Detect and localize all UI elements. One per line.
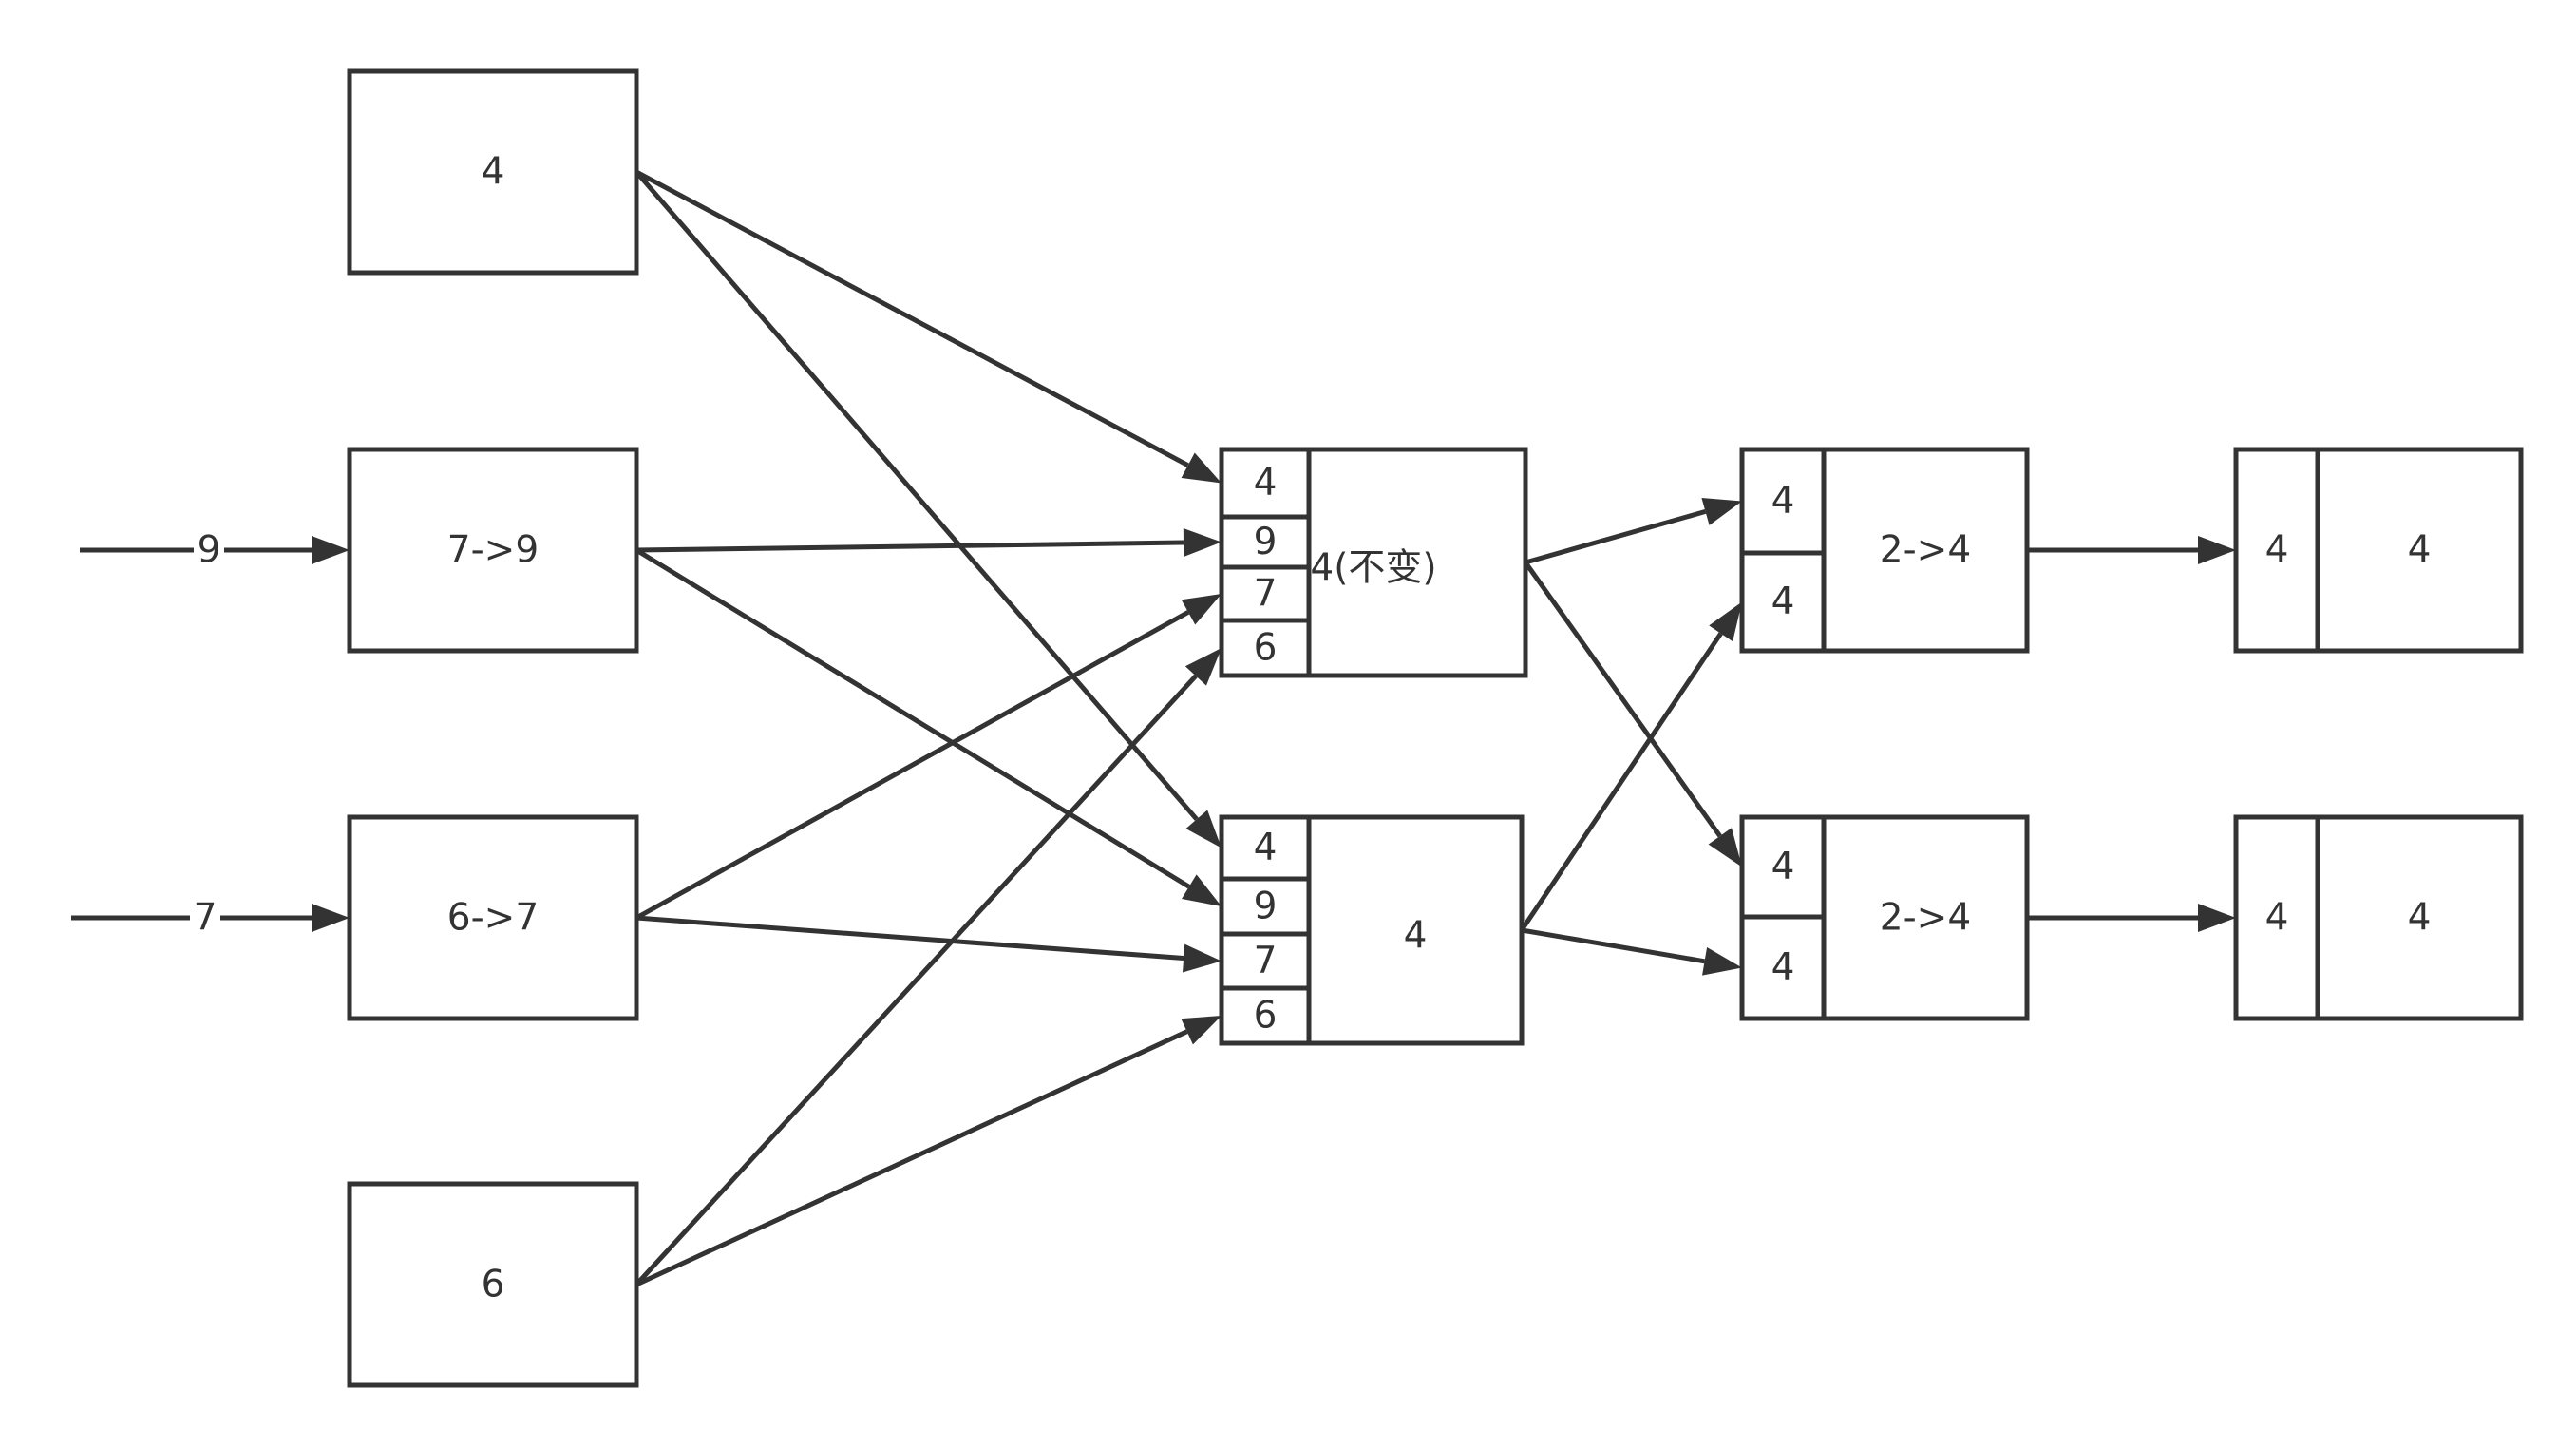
arrowhead [2198, 904, 2236, 932]
edge-line [635, 915, 1184, 962]
slot-label: 4 [1771, 480, 1795, 523]
slot-cell [1739, 914, 1827, 1021]
node-box [347, 814, 639, 1021]
edge-a3-b1-2 [635, 594, 1222, 921]
edge-line [635, 540, 1184, 553]
node-label: 4 [2408, 897, 2432, 940]
edge-line [1521, 927, 1705, 964]
edge-a4-b1-3 [635, 648, 1222, 1286]
node-a3: 6->7 [347, 814, 639, 1021]
edge-b1-c1-0 [1525, 497, 1742, 565]
slot-cell [2233, 447, 2320, 654]
edge-a4-b2-3 [635, 1016, 1222, 1287]
node-a4: 6 [347, 1181, 639, 1388]
slot-cell [1219, 618, 1312, 678]
node-label: 4 [482, 151, 505, 194]
edge-in9-a2: 9 [80, 527, 350, 573]
node-label: 7->9 [447, 529, 539, 572]
slot-label: 6 [1254, 995, 1278, 1038]
node-c2: 4 4 2->4 [1739, 814, 2030, 1021]
edge-c1-d1 [2027, 536, 2236, 564]
node-label: 6->7 [447, 897, 539, 940]
edge-a2-b2-1 [635, 547, 1222, 906]
slot-label: 6 [1254, 627, 1278, 670]
slot-label: 4 [2265, 897, 2289, 940]
slot-label: 4 [1771, 581, 1795, 623]
node-b1: 4 9 7 6 4(不变) [1219, 447, 1528, 678]
slot-cell [1219, 931, 1312, 991]
node-label: 2->4 [1880, 897, 1971, 940]
arrowhead [1181, 452, 1222, 484]
edge-a3-b2-2 [635, 915, 1222, 973]
arrowhead [1183, 528, 1222, 558]
arrowhead [1701, 497, 1742, 525]
edge-a1-b1-0 [635, 169, 1222, 484]
arrowhead [1183, 943, 1222, 973]
slot-label: 7 [1254, 573, 1278, 616]
edge-b2-c1-1 [1519, 601, 1742, 932]
edge-c2-d2 [2027, 904, 2236, 932]
slot-cell [1219, 985, 1312, 1046]
arrowhead [1181, 594, 1222, 625]
node-a1: 4 [347, 68, 639, 276]
edge-label-mask [190, 895, 220, 941]
edge-line [1519, 632, 1723, 932]
arrowhead [312, 536, 350, 564]
node-a2: 7->9 [347, 447, 639, 654]
arrowhead [1185, 810, 1222, 848]
slot-label: 4 [1254, 827, 1278, 869]
slot-label: 4 [1771, 846, 1795, 888]
slot-label: 4 [1771, 946, 1795, 989]
edge-label: 9 [198, 529, 221, 572]
edge-line [635, 547, 1191, 889]
edge-line [635, 170, 1199, 821]
node-c1: 4 4 2->4 [1739, 447, 2030, 654]
edge-a2-b1-1 [635, 528, 1222, 558]
slot-cell [1219, 814, 1312, 882]
edge-label-mask [194, 527, 224, 573]
arrowhead [1702, 946, 1742, 976]
edge-label: 7 [194, 897, 218, 940]
node-label: 4(不变) [1310, 547, 1436, 590]
edge-line [635, 169, 1189, 467]
node-box [347, 447, 639, 654]
node-label: 6 [482, 1264, 505, 1306]
edge-b2-c2-1 [1521, 927, 1742, 976]
edge-b1-c2-0 [1523, 561, 1742, 867]
node-label: 2->4 [1880, 529, 1971, 572]
edge-line [1523, 561, 1722, 838]
arrowhead [1181, 1016, 1222, 1045]
arrowhead [1708, 828, 1742, 867]
slot-cell [1219, 564, 1312, 623]
slot-label: 7 [1254, 940, 1278, 982]
edge-line [1525, 508, 1707, 565]
arrowhead [1709, 601, 1742, 642]
node-label: 4 [2408, 529, 2432, 572]
node-box [347, 68, 639, 276]
edge-line [635, 674, 1198, 1286]
edge-in7-a3: 7 [71, 895, 350, 941]
arrowhead [1184, 648, 1222, 686]
node-b2: 4 9 7 6 4 [1219, 814, 1525, 1046]
slot-label: 9 [1254, 886, 1278, 928]
slot-cell [1739, 814, 1827, 920]
edge-a1-b2-0 [635, 170, 1222, 848]
slot-label: 9 [1254, 521, 1278, 563]
arrowhead [2198, 536, 2236, 564]
slot-cell [1739, 550, 1827, 654]
slot-cell [2233, 814, 2320, 1021]
arrowhead [1182, 874, 1222, 906]
node-box [347, 1181, 639, 1388]
slot-label: 4 [2265, 529, 2289, 572]
slot-cell [1219, 447, 1312, 520]
node-label: 4 [1404, 915, 1428, 958]
slot-label: 4 [1254, 462, 1278, 505]
edge-line [635, 1029, 1188, 1287]
edge-line [635, 610, 1190, 921]
arrowhead [312, 904, 350, 932]
